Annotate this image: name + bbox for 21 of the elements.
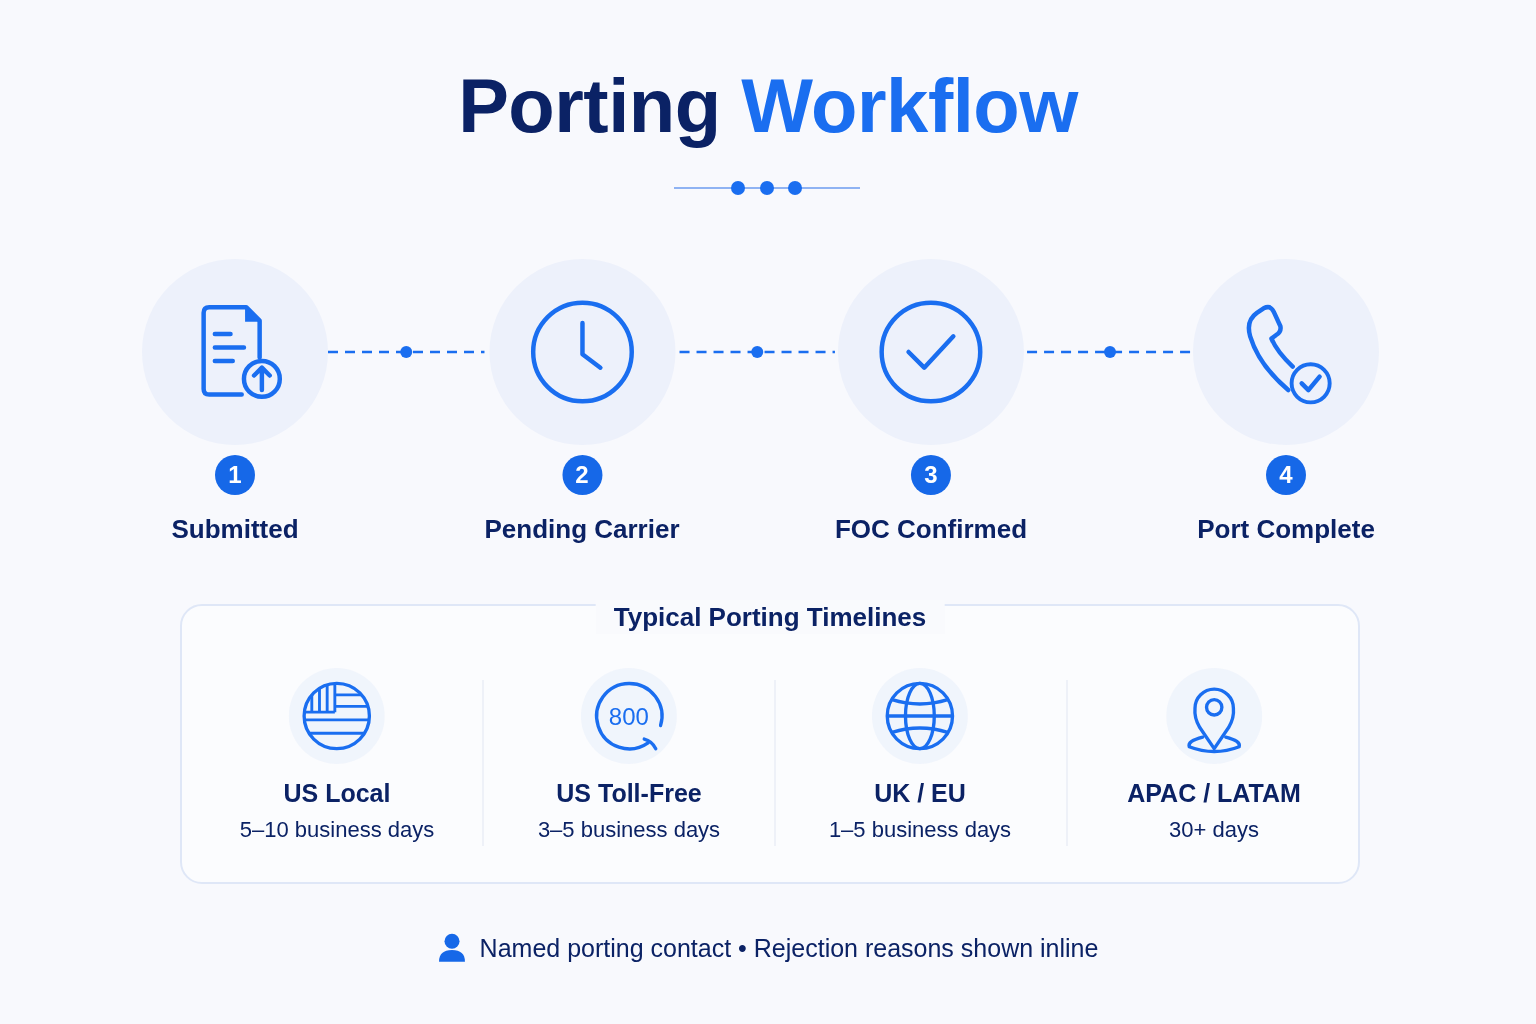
timeline-duration: 5–10 business days (239, 816, 435, 844)
step-number: 3 (911, 455, 951, 495)
timeline-duration: 1–5 business days (828, 816, 1012, 844)
region-name: US Toll-Free (556, 778, 702, 808)
step-label: Port Complete (1197, 513, 1375, 545)
timeline-duration: 30+ days (1169, 816, 1259, 844)
region-name: US Local (283, 778, 391, 808)
dashed-connector (679, 350, 835, 354)
timeline-duration: 3–5 business days (537, 816, 721, 844)
step-number: 4 (1266, 455, 1306, 495)
step-number: 2 (562, 455, 602, 495)
step-number: 1 (215, 455, 255, 495)
step-label: Pending Carrier (484, 513, 680, 545)
number-circle-icon: 800 (581, 668, 677, 764)
step-label: FOC Confirmed (834, 513, 1028, 545)
dashed-connector (1027, 350, 1193, 354)
region-name: UK / EU (874, 778, 966, 808)
footer-note: Named porting contact • Rejection reasons shown inline (479, 933, 1099, 964)
region-name: APAC / LATAM (1127, 778, 1301, 808)
dashed-connector (328, 350, 485, 354)
step-label: Submitted (171, 513, 299, 545)
